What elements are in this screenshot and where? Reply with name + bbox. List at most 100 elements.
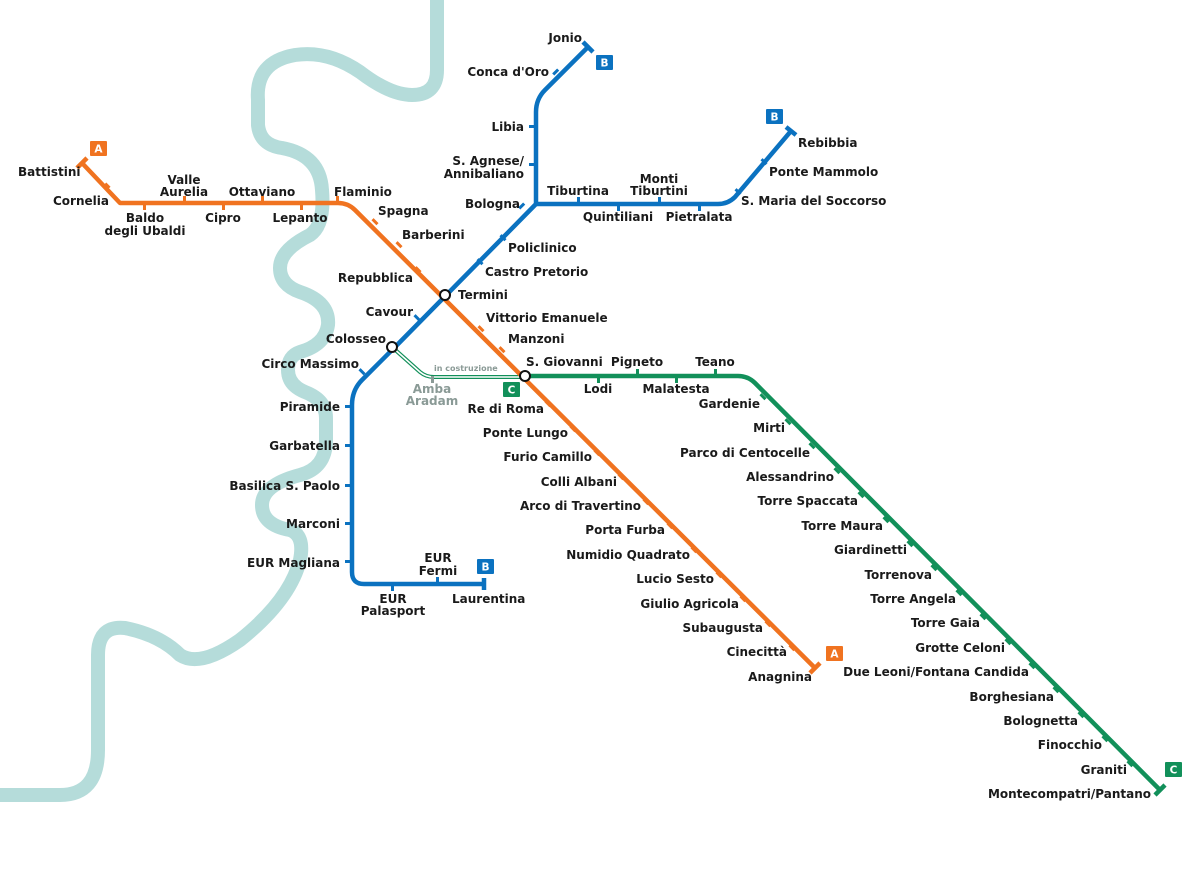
- tick-tiburtina: [577, 197, 580, 204]
- tick-lucio: [715, 571, 723, 579]
- station-pietralata: Pietralata: [666, 210, 733, 224]
- tick-fermi: [436, 577, 439, 584]
- badge-b-rebibbia: B: [766, 109, 783, 124]
- tick-socorso: [734, 188, 742, 196]
- tick-barberini: [395, 241, 403, 249]
- tick-graniti: [1126, 760, 1134, 768]
- tick-vittorio: [477, 325, 485, 333]
- line-a-labels: Battistini Cornelia Baldo degli Ubaldi V…: [18, 165, 812, 684]
- tick-pietralata: [698, 204, 701, 211]
- tick-manzoni: [498, 346, 506, 354]
- interchange-san-giovanni: [519, 370, 531, 382]
- tick-valle-aurelia: [183, 196, 186, 203]
- tick-piramide: [345, 405, 352, 408]
- station-policlinico: Policlinico: [508, 241, 577, 255]
- station-circo: Circo Massimo: [261, 357, 359, 371]
- tick-maura: [882, 516, 890, 524]
- station-san-giovanni: S. Giovanni: [526, 355, 603, 369]
- tick-borghesiana: [1052, 686, 1060, 694]
- line-c-ticks: [597, 369, 1134, 768]
- station-colli: Colli Albani: [541, 475, 617, 489]
- station-porta-furba: Porta Furba: [585, 523, 665, 537]
- station-giulio: Giulio Agricola: [640, 597, 739, 611]
- tick-libia: [529, 125, 536, 128]
- tick-gardenie: [759, 393, 767, 401]
- tick-giulio: [739, 595, 747, 603]
- tick-circo: [358, 368, 366, 376]
- line-a-ticks: [102, 182, 796, 652]
- station-grotte: Grotte Celoni: [915, 641, 1005, 655]
- station-marconi: Marconi: [286, 517, 340, 531]
- station-termini: Termini: [458, 288, 508, 302]
- line-c-terminus-pantano: [1153, 783, 1167, 797]
- station-giardinetti: Giardinetti: [834, 543, 907, 557]
- badge-a-battistini: A: [90, 141, 107, 156]
- station-barberini: Barberini: [402, 228, 465, 242]
- station-angela: Torre Angela: [870, 592, 956, 606]
- station-alessandrino: Alessandrino: [746, 470, 834, 484]
- station-castro: Castro Pretorio: [485, 265, 588, 279]
- station-teano: Teano: [695, 355, 735, 369]
- tick-monti: [658, 197, 661, 204]
- station-monti-line2: Tiburtini: [630, 184, 688, 198]
- station-basilica: Basilica S. Paolo: [229, 479, 340, 493]
- tick-giardinetti: [906, 540, 914, 548]
- tick-malatesta: [675, 376, 678, 383]
- tick-ponte-lungo: [569, 425, 577, 433]
- tick-gaia: [979, 613, 987, 621]
- station-pantano: Montecompatri/Pantano: [988, 787, 1151, 801]
- tick-spaccata: [857, 491, 865, 499]
- station-laurentina: Laurentina: [452, 592, 525, 606]
- station-palasport-line2: Palasport: [361, 604, 426, 618]
- tick-mirti: [784, 418, 792, 426]
- station-quintiliani: Quintiliani: [583, 210, 653, 224]
- line-b-labels: Jonio Conca d'Oro Libia S. Agnese/ Annib…: [229, 31, 886, 618]
- line-b-terminus-rebibbia: [784, 125, 798, 137]
- station-graniti: Graniti: [1081, 763, 1127, 777]
- station-garbatella: Garbatella: [269, 439, 340, 453]
- line-c-under-construction-label: in costruzione: [434, 364, 498, 373]
- station-torrenova: Torrenova: [864, 568, 932, 582]
- tick-quintiliani: [617, 204, 620, 211]
- station-anagnina: Anagnina: [748, 670, 812, 684]
- interchange-colosseo: [386, 341, 398, 353]
- tick-flaminio: [336, 196, 339, 203]
- line-b-terminus-jonio: [581, 40, 595, 54]
- tick-basilica: [345, 484, 352, 487]
- station-subaugusta: Subaugusta: [682, 621, 763, 635]
- tick-bologna: [518, 202, 526, 210]
- station-leoni: Due Leoni/Fontana Candida: [843, 665, 1029, 679]
- svg-text:C: C: [1170, 765, 1178, 777]
- tick-leoni: [1028, 662, 1036, 670]
- station-agnese-line2: Annibaliano: [444, 167, 524, 181]
- line-b-track: [349, 45, 590, 587]
- station-rebibbia: Rebibbia: [798, 136, 857, 150]
- tick-policlinico: [499, 234, 507, 242]
- station-baldo-line2: degli Ubaldi: [105, 224, 186, 238]
- badge-c-pantano: C: [1165, 762, 1182, 777]
- tick-angela: [955, 589, 963, 597]
- station-cinecitta: Cinecittà: [727, 645, 787, 659]
- station-libia: Libia: [491, 120, 524, 134]
- svg-text:B: B: [600, 58, 608, 70]
- station-finocchio: Finocchio: [1038, 738, 1102, 752]
- tick-re-di-roma: [544, 400, 552, 408]
- station-gaia: Torre Gaia: [911, 616, 980, 630]
- station-fermi-line2: Fermi: [419, 564, 457, 578]
- line-a-terminus-battistini: [75, 156, 89, 170]
- station-palasport-line1: EUR: [379, 592, 406, 606]
- svg-text:C: C: [508, 385, 516, 397]
- station-mammolo: Ponte Mammolo: [769, 165, 878, 179]
- tick-baldo: [143, 203, 146, 210]
- tick-arco: [642, 498, 650, 506]
- interchange-termini: [439, 289, 451, 301]
- line-a-terminus-anagnina: [808, 661, 822, 675]
- tick-ottaviano: [261, 196, 264, 203]
- tick-garbatella: [345, 444, 352, 447]
- station-valle-line1: Valle: [167, 173, 200, 187]
- line-b-branch-rebibbia: [536, 129, 793, 207]
- station-amba-line1: Amba: [413, 382, 451, 396]
- station-lepanto: Lepanto: [273, 211, 328, 225]
- svg-text:A: A: [94, 144, 103, 156]
